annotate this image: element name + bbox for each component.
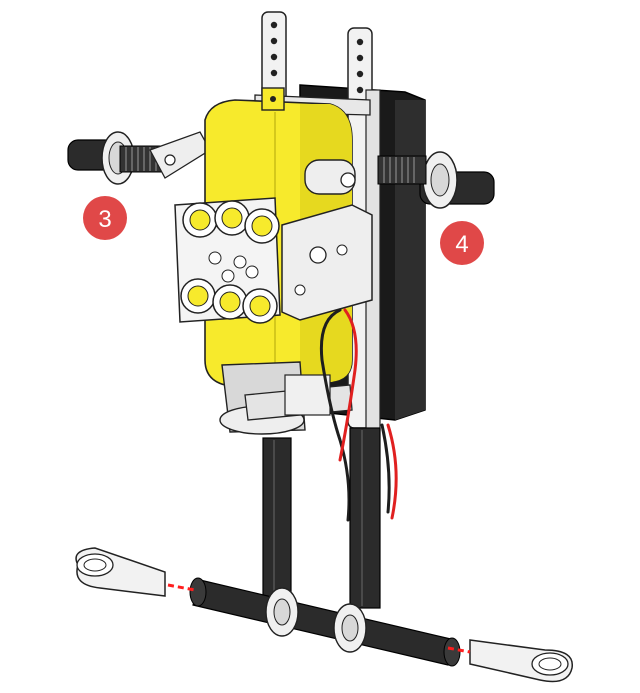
crank-link-left (75, 547, 166, 597)
wires (319, 308, 398, 522)
callout-circle (83, 196, 127, 240)
callout-label: 3 (98, 206, 111, 233)
side-bracket (281, 204, 373, 321)
callout-label: 4 (455, 231, 468, 258)
motor-base (219, 361, 353, 435)
vertical-beam-left (261, 11, 287, 108)
crank-link-right (469, 639, 573, 683)
bottom-axle (189, 577, 461, 667)
vertical-leg-right (349, 427, 381, 609)
right-axle (304, 151, 495, 209)
callout-circle (440, 221, 484, 265)
vertical-leg-left (262, 437, 292, 599)
hole-plate (174, 197, 281, 324)
callout-badge-4: 4 (440, 221, 484, 265)
assembly-guide-dashes (167, 583, 471, 654)
left-axle (67, 131, 211, 185)
callout-badge-3: 3 (83, 196, 127, 240)
